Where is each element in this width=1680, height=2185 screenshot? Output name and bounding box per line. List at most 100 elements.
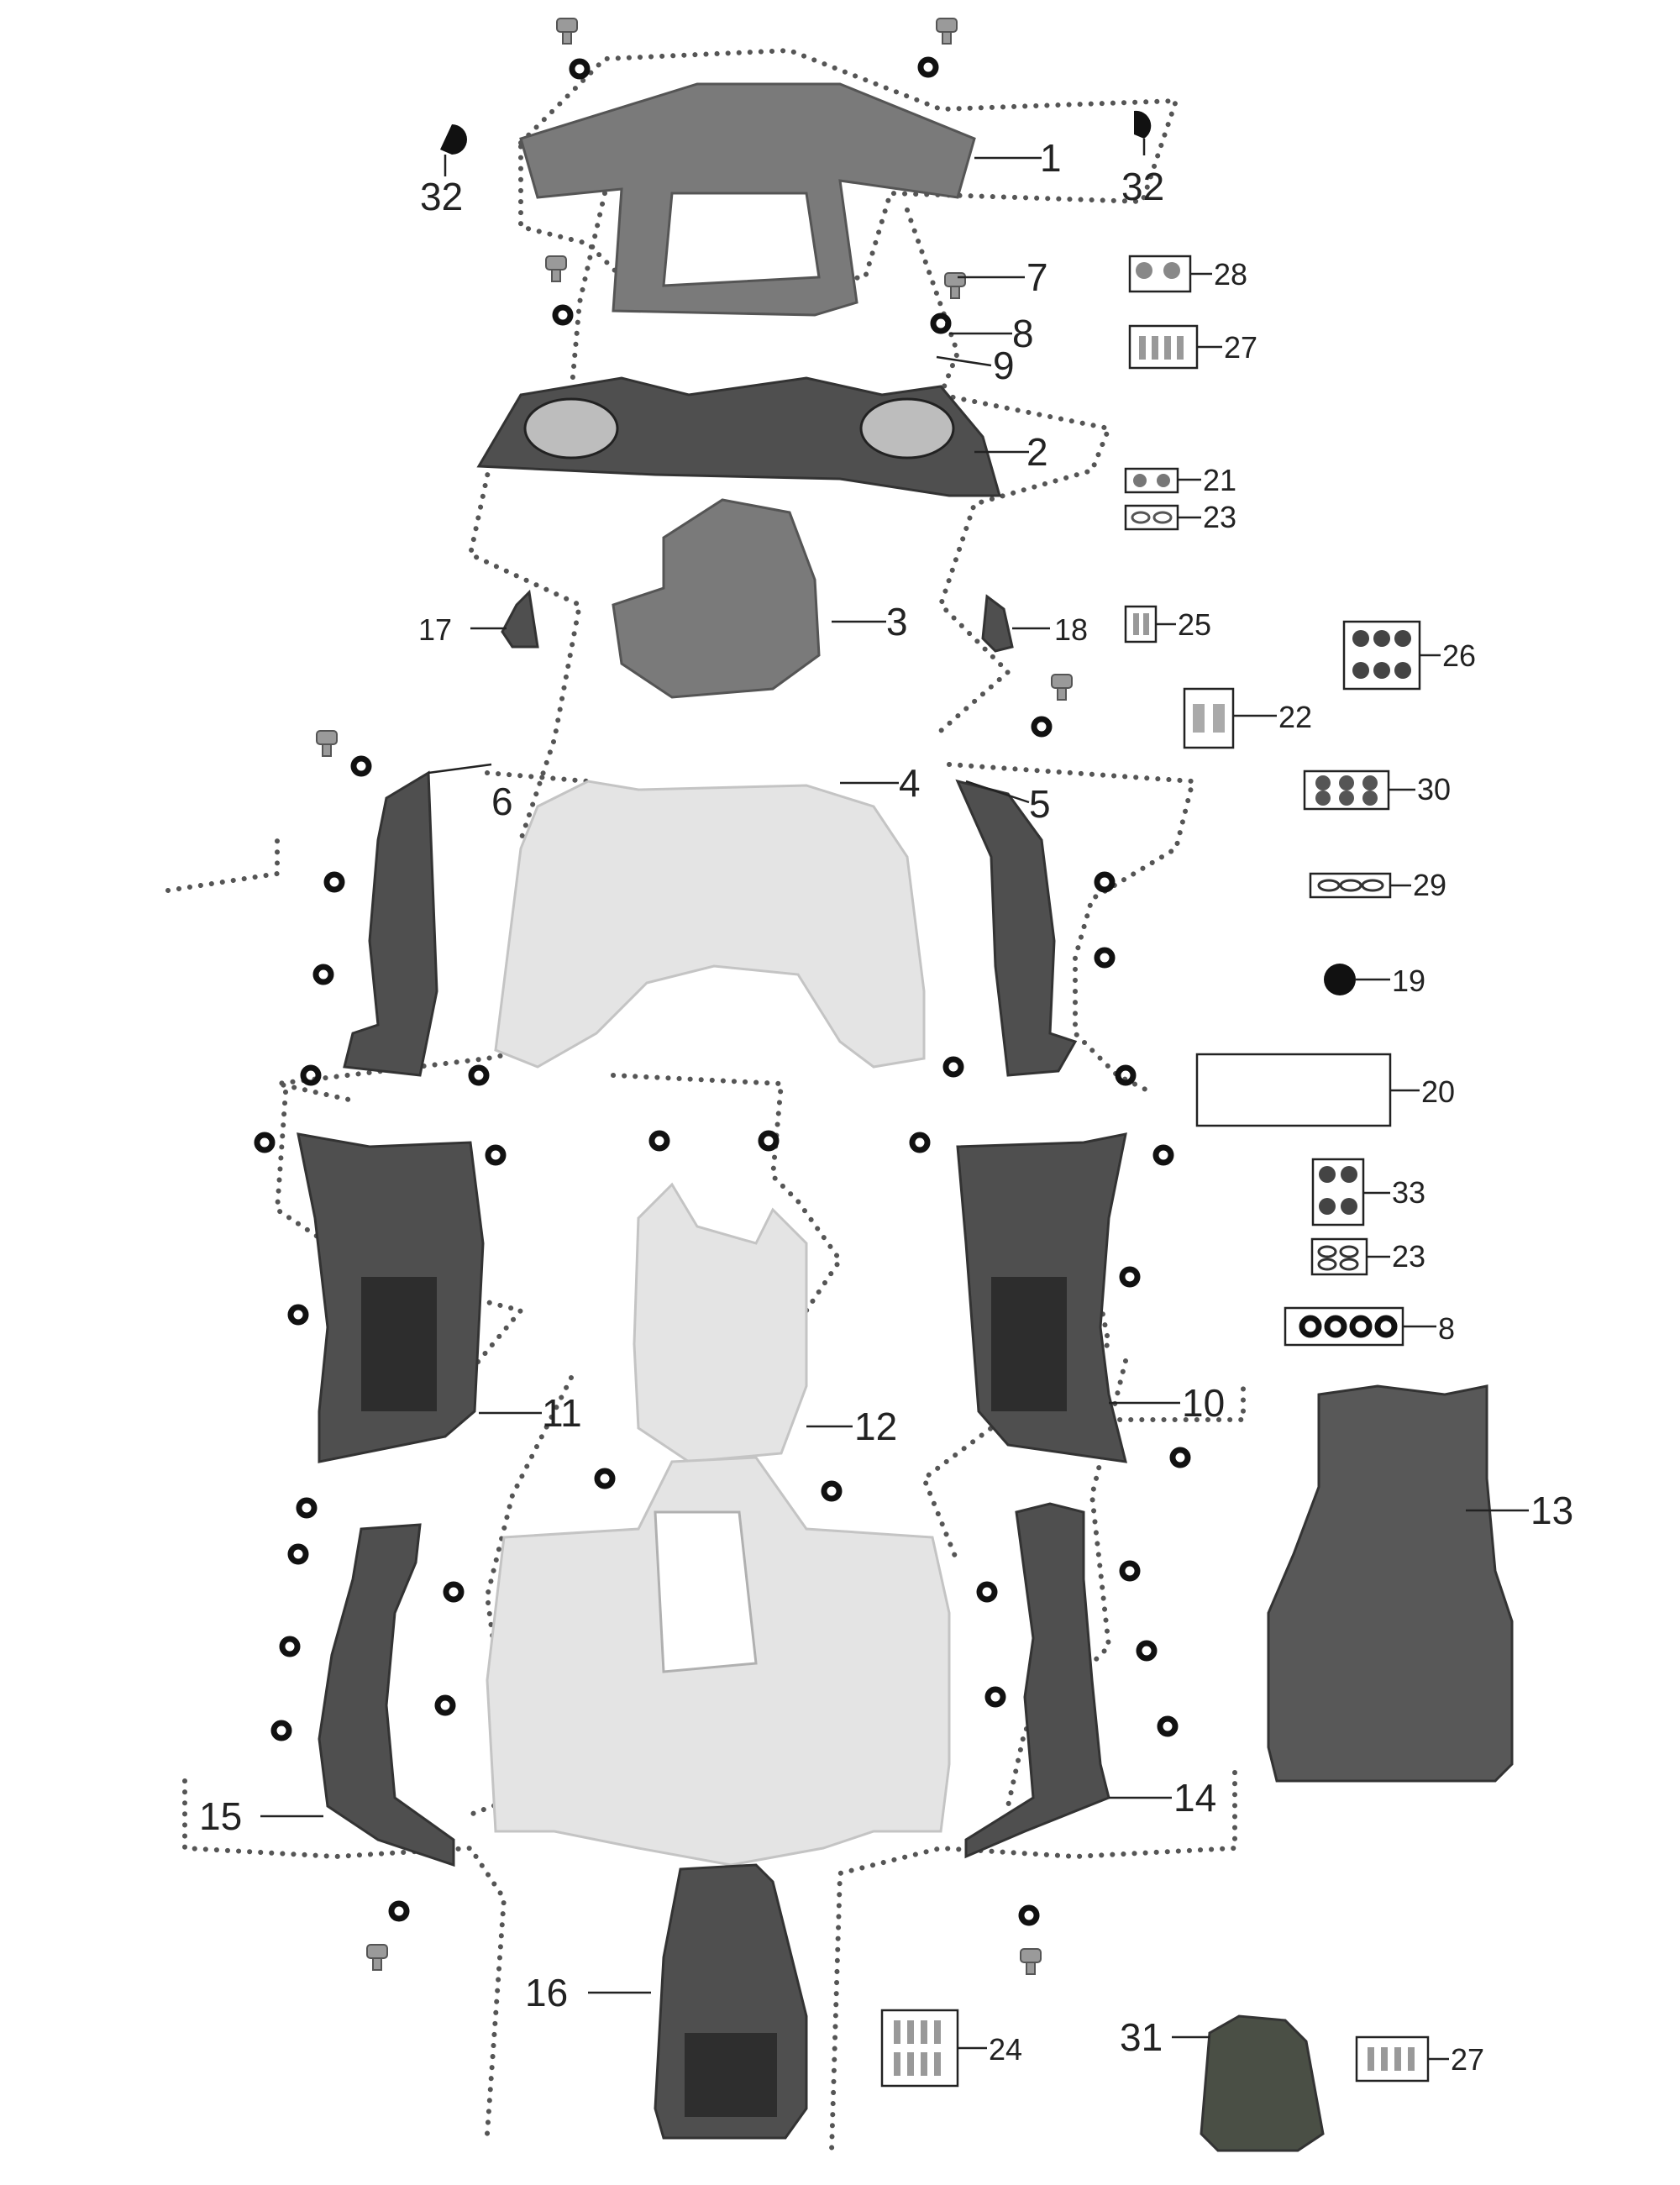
callout-20: 20 xyxy=(1421,1074,1455,1109)
washer-icon xyxy=(312,964,334,985)
callout-2: 2 xyxy=(1026,430,1048,474)
callout-16: 16 xyxy=(525,1971,568,2014)
washer-icon xyxy=(984,1686,1006,1708)
callout-5: 5 xyxy=(1029,782,1051,826)
left-reflector-part xyxy=(440,124,467,155)
washer-icon xyxy=(1119,1266,1141,1288)
loose-hardware xyxy=(254,18,1191,1975)
callout-22: 22 xyxy=(1278,700,1312,734)
washer-icon xyxy=(930,313,952,334)
front-fender-part xyxy=(494,780,926,1069)
bolt-icon xyxy=(1051,674,1073,701)
washer-icon xyxy=(821,1480,843,1502)
leader-lines xyxy=(260,139,1529,2061)
callout-1: 1 xyxy=(1040,136,1062,180)
washer-icon xyxy=(287,1543,309,1565)
rear-fender-part xyxy=(486,1456,951,1867)
right-footwell-part xyxy=(956,1132,1127,1463)
washer-icon xyxy=(1136,1640,1158,1662)
bolt-icon xyxy=(366,1944,388,1971)
kit-29-washers xyxy=(1309,872,1392,899)
washer-icon xyxy=(350,755,372,777)
left-side-bracket-part xyxy=(501,589,539,649)
kit-21-nuts xyxy=(1124,467,1179,494)
washer-icon xyxy=(552,304,574,326)
callout-29: 29 xyxy=(1413,868,1446,902)
washer-icon xyxy=(976,1581,998,1603)
callout-21: 21 xyxy=(1203,463,1236,497)
washer-icon xyxy=(279,1636,301,1657)
washer-icon xyxy=(1157,1715,1179,1737)
kit-23-washers-bottom xyxy=(1310,1237,1368,1276)
washer-icon xyxy=(443,1581,465,1603)
callout-19: 19 xyxy=(1392,964,1425,998)
kit-24-screws xyxy=(880,2009,959,2088)
callout-11: 11 xyxy=(542,1391,582,1435)
headlight-assembly-part xyxy=(476,376,1001,497)
left-rear-side-panel-part xyxy=(318,1523,455,1867)
mud-flap-part xyxy=(1200,2014,1325,2152)
kit-27-screws-bottom xyxy=(1355,2035,1430,2083)
callout-24: 24 xyxy=(989,2032,1022,2067)
washer-icon xyxy=(594,1468,616,1489)
callout-18: 18 xyxy=(1054,612,1088,647)
callout-32-left: 32 xyxy=(420,175,463,218)
washer-icon xyxy=(942,1056,964,1078)
kit-8-washers xyxy=(1284,1306,1404,1347)
washer-icon xyxy=(323,871,345,893)
washer-icon xyxy=(434,1694,456,1716)
callout-17: 17 xyxy=(418,612,452,647)
washer-icon xyxy=(388,1900,410,1922)
washer-icon xyxy=(287,1304,309,1326)
washer-icon xyxy=(468,1064,490,1086)
callout-12: 12 xyxy=(854,1405,897,1448)
callout-10: 10 xyxy=(1182,1381,1225,1425)
callout-27-bottom: 27 xyxy=(1451,2042,1484,2077)
callout-15: 15 xyxy=(199,1794,242,1838)
washer-icon xyxy=(1094,947,1116,969)
washer-icon xyxy=(1152,1144,1174,1166)
callout-7: 7 xyxy=(1026,255,1048,299)
right-front-side-panel-part xyxy=(955,779,1078,1077)
kit-26-bolts xyxy=(1342,620,1421,691)
seat-part xyxy=(1267,1384,1514,1783)
callout-27-top: 27 xyxy=(1224,330,1257,365)
callout-32-right: 32 xyxy=(1121,165,1164,208)
washer-icon xyxy=(648,1130,670,1152)
callout-4: 4 xyxy=(899,761,921,805)
washer-icon xyxy=(296,1497,318,1519)
bolt-icon xyxy=(1020,1948,1042,1975)
callout-28: 28 xyxy=(1214,257,1247,292)
washer-icon xyxy=(1169,1447,1191,1468)
washer-icon xyxy=(300,1064,322,1086)
callout-9: 9 xyxy=(993,344,1015,387)
washer-icon xyxy=(1115,1064,1137,1086)
callout-6: 6 xyxy=(491,780,513,823)
bolt-icon xyxy=(316,730,338,757)
callout-25: 25 xyxy=(1178,607,1211,642)
kit-33-bolts xyxy=(1311,1158,1365,1226)
callout-30: 30 xyxy=(1417,772,1451,806)
rear-storage-box-part xyxy=(654,1863,808,2140)
front-rack-part xyxy=(519,82,976,317)
washer-icon xyxy=(270,1720,292,1741)
kit-20-bolts xyxy=(1195,1053,1392,1127)
bolt-icon xyxy=(936,18,958,45)
left-footwell-part xyxy=(297,1132,485,1463)
kit-23-washers-top xyxy=(1124,504,1179,531)
washer-icon xyxy=(254,1132,276,1153)
right-rear-side-panel-part xyxy=(964,1502,1110,1859)
callout-31: 31 xyxy=(1120,2015,1163,2059)
kit-28-bolts xyxy=(1128,255,1192,293)
bolt-icon xyxy=(556,18,578,45)
kit-27-screws-top xyxy=(1128,324,1199,370)
washer-icon xyxy=(569,58,591,80)
kit-25-screws xyxy=(1124,605,1158,643)
washer-icon xyxy=(485,1144,507,1166)
kit-30-nuts xyxy=(1303,769,1390,811)
right-side-bracket-part xyxy=(981,594,1014,653)
callout-13: 13 xyxy=(1530,1489,1573,1532)
washer-icon xyxy=(909,1132,931,1153)
bolt-icon xyxy=(545,255,567,282)
